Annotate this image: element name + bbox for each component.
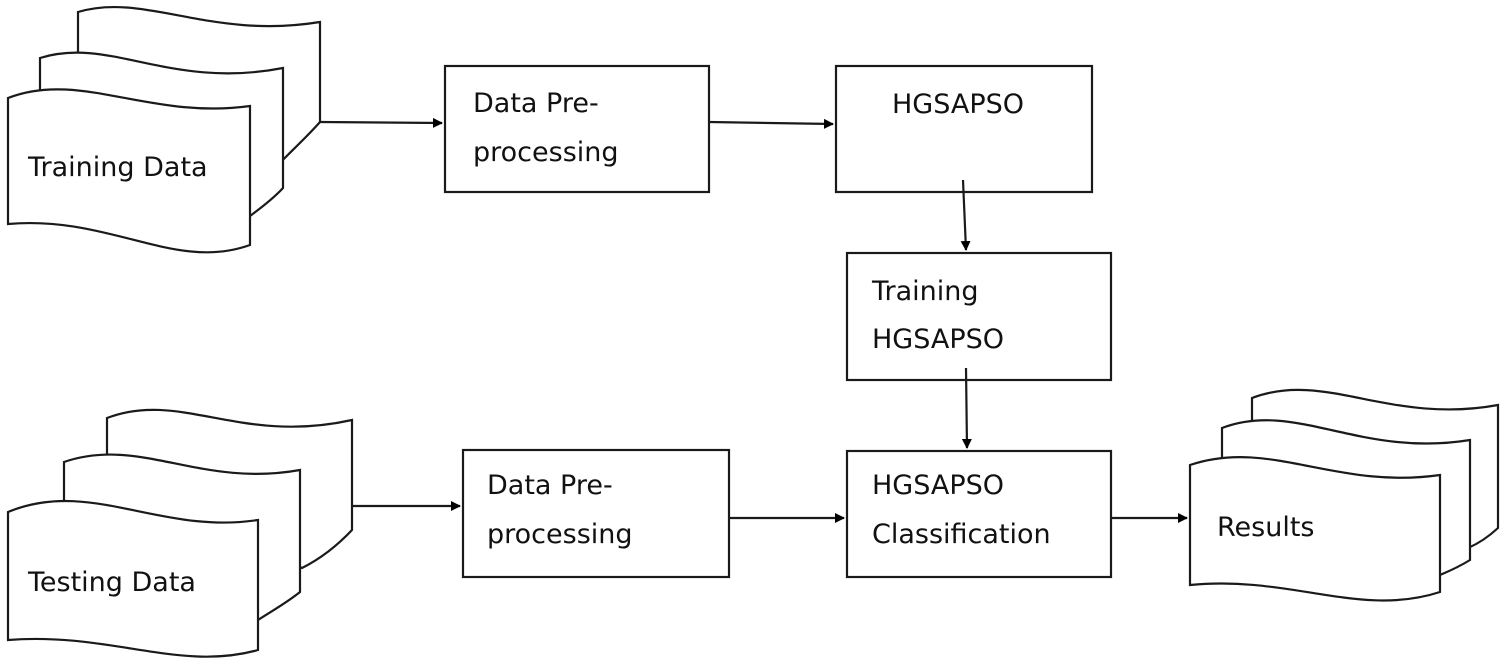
train-preprocessing-line1: Data Pre- <box>473 88 599 119</box>
results-label: Results <box>1217 512 1315 543</box>
results-sheet-front <box>1188 456 1442 602</box>
training-hgsapso-line1: Training <box>871 276 979 307</box>
hgsapso-classification-line1: HGSAPSO <box>872 470 1004 501</box>
hgsapso-line1: HGSAPSO <box>892 89 1024 120</box>
training-data-document-stack: Training Data <box>6 5 322 254</box>
testing-data-label: Testing Data <box>27 567 196 598</box>
arrow-training-data-to-preprocessing <box>319 117 443 128</box>
test-preprocessing-box: Data Pre- processing <box>461 448 731 579</box>
train-preprocessing-line2: processing <box>473 137 619 168</box>
test-preprocessing-line1: Data Pre- <box>487 470 613 501</box>
results-document-stack: Results <box>1188 388 1500 602</box>
train-preprocessing-rect <box>443 64 711 194</box>
test-preprocessing-line2: processing <box>487 519 633 550</box>
arrow-training-to-classification <box>961 367 972 449</box>
test-preprocessing-rect <box>461 448 731 579</box>
hgsapso-rect <box>834 64 1094 194</box>
testing-data-document-stack: Testing Data <box>6 408 354 658</box>
training-hgsapso-rect <box>845 251 1113 382</box>
testing-data-sheet-front <box>6 499 260 658</box>
hgsapso-classification-rect <box>845 449 1113 579</box>
training-data-sheet-front <box>6 88 252 254</box>
training-data-label: Training Data <box>27 152 208 183</box>
train-preprocessing-box: Data Pre- processing <box>443 64 711 194</box>
training-hgsapso-box: Training HGSAPSO <box>845 251 1113 382</box>
arrow-preprocessing-to-hgsapso <box>708 118 834 129</box>
hgsapso-classification-box: HGSAPSO Classification <box>845 449 1113 579</box>
training-hgsapso-line2: HGSAPSO <box>872 324 1004 355</box>
hgsapso-classification-line2: Classification <box>872 519 1051 550</box>
arrow-hgsapso-to-training <box>960 179 971 251</box>
hgsapso-box: HGSAPSO <box>834 64 1094 194</box>
